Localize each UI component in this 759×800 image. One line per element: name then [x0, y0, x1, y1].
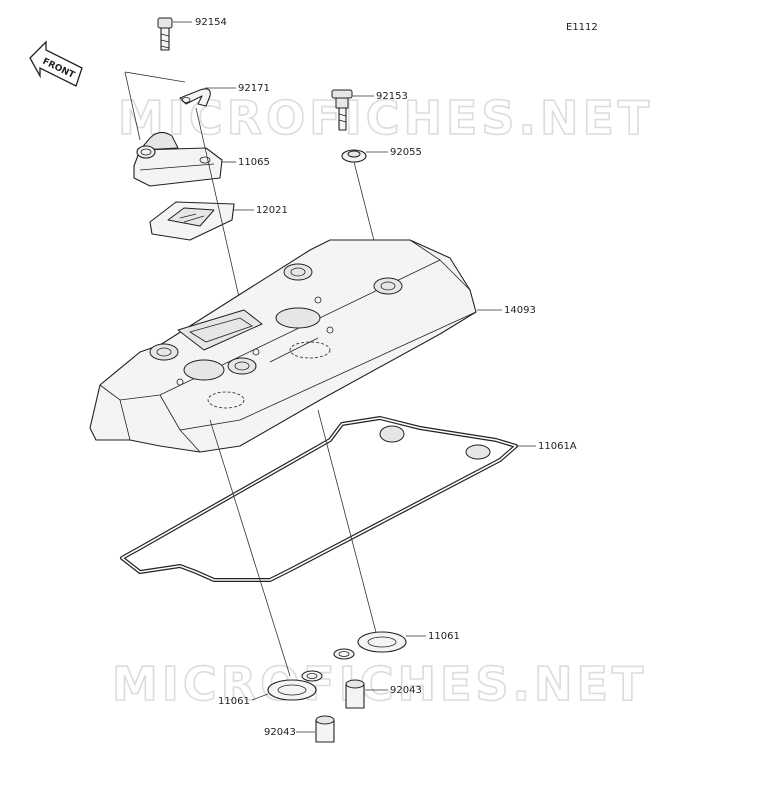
plate-12021	[149, 201, 235, 241]
label-11061a: 11061A	[538, 441, 577, 452]
label-11061-right: 11061	[428, 631, 460, 642]
seal-11061-right	[333, 631, 407, 660]
bolt-92154	[157, 17, 173, 51]
label-12021: 12021	[256, 205, 288, 216]
bolt-92153	[331, 89, 353, 131]
label-92043-left: 92043	[264, 727, 296, 738]
dowel-92043-left	[315, 715, 335, 743]
watermark-bottom: MICROFICHES.NET	[112, 657, 647, 711]
dowel-92043-right	[345, 679, 365, 709]
front-arrow-icon: FRONT	[29, 40, 83, 87]
breather-cover-11065	[133, 132, 223, 187]
clamp-92171	[179, 88, 211, 107]
label-92043-right: 92043	[390, 685, 422, 696]
label-11065: 11065	[238, 157, 270, 168]
label-11061-left: 11061	[218, 696, 250, 707]
label-92055: 92055	[390, 147, 422, 158]
grommet-92055	[341, 149, 367, 163]
label-92154: 92154	[195, 17, 227, 28]
label-14093: 14093	[504, 305, 536, 316]
diagram-code: E1112	[566, 22, 598, 33]
gasket-11061a	[120, 416, 518, 582]
label-92171: 92171	[238, 83, 270, 94]
cylinder-head-cover-14093	[89, 239, 477, 453]
seal-11061-left	[267, 670, 323, 701]
label-92153: 92153	[376, 91, 408, 102]
